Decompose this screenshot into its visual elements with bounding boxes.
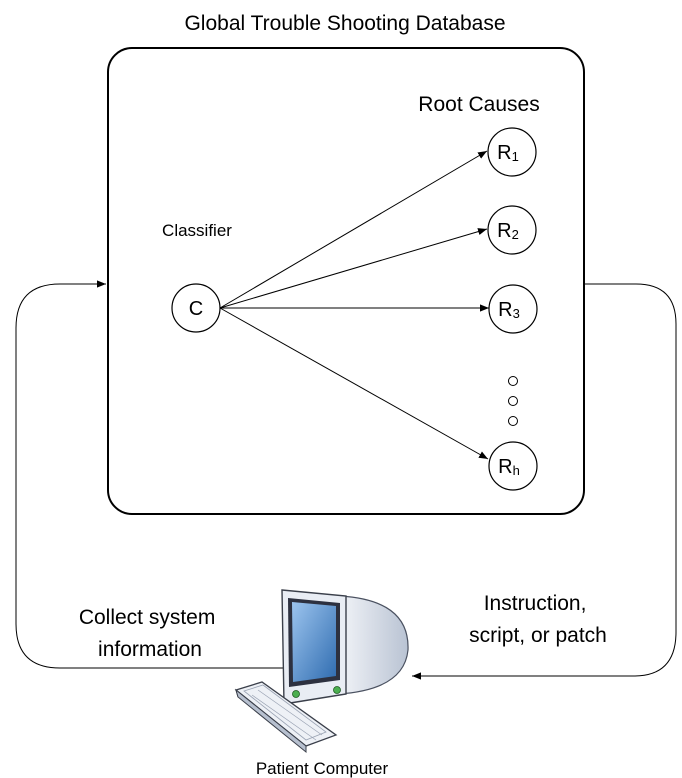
database-box	[107, 47, 585, 515]
classifier-label: Classifier	[162, 221, 232, 240]
root-node-r2-sub: 2	[512, 227, 519, 242]
svg-text:R3: R3	[498, 299, 520, 321]
instruction-line2: script, or patch	[469, 624, 607, 647]
instruction-label: Instruction, script, or patch	[469, 592, 607, 647]
computer-icon	[234, 589, 409, 754]
edge-c-rh	[219, 307, 489, 460]
edge-c-r2	[219, 228, 488, 309]
root-node-r2-base: R	[497, 220, 511, 242]
root-node-rh: Rh	[488, 441, 538, 491]
root-node-r3-base: R	[498, 299, 512, 321]
root-node-rh-sub: h	[513, 463, 520, 478]
classifier-node: C	[171, 283, 221, 333]
root-node-r2: R2	[487, 205, 537, 255]
collect-info-label: Collect system information	[79, 606, 221, 661]
svg-text:R2: R2	[497, 220, 519, 242]
instruction-arrow	[412, 283, 677, 680]
root-node-r3-sub: 3	[513, 306, 520, 321]
root-node-r1-base: R	[497, 142, 511, 164]
collect-info-line1: Collect system	[79, 606, 216, 629]
root-node-r1-sub: 1	[512, 149, 519, 164]
edge-c-r1	[219, 150, 488, 309]
root-node-r1: R1	[487, 127, 537, 177]
collect-info-line2: information	[98, 638, 202, 661]
root-node-r3: R3	[488, 284, 538, 334]
classifier-node-label: C	[189, 298, 203, 320]
svg-text:Rh: Rh	[498, 456, 520, 478]
root-node-rh-base: R	[498, 456, 512, 478]
svg-text:R1: R1	[497, 142, 519, 164]
computer-label: Patient Computer	[256, 759, 389, 778]
collect-info-arrow	[15, 280, 300, 669]
instruction-line1: Instruction,	[484, 592, 587, 615]
diagram-title: Global Trouble Shooting Database	[184, 12, 505, 35]
root-causes-label: Root Causes	[418, 93, 539, 116]
ellipsis-dots	[508, 376, 518, 426]
